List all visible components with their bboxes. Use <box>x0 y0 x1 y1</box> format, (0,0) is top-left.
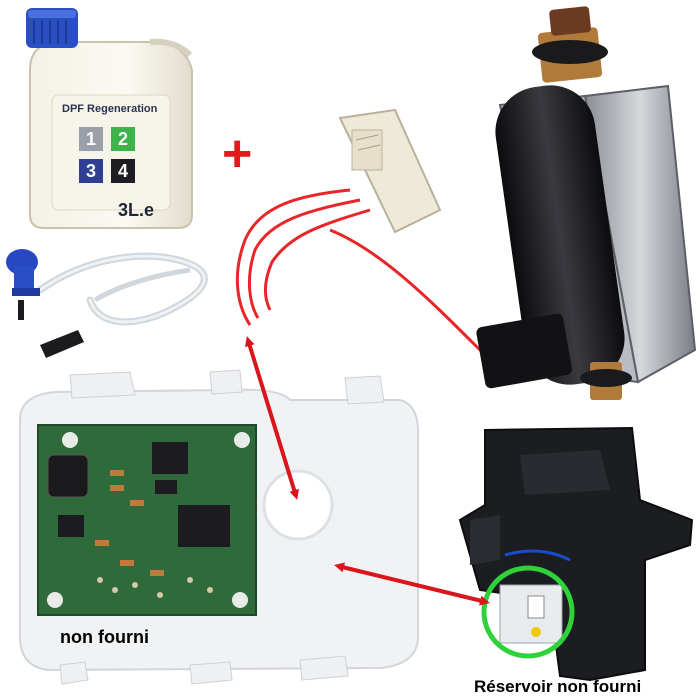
plus-sign: + <box>222 125 253 183</box>
tile-2: 2 <box>111 127 135 151</box>
bottle-icon <box>26 8 193 229</box>
bottle-volume: 3L.e <box>118 200 155 220</box>
connector-icon <box>338 108 442 234</box>
bottle-label-title: DPF Regeneration <box>62 103 158 115</box>
tile-3: 3 <box>79 159 103 183</box>
pump-solenoid-icon <box>476 6 697 400</box>
pcb-module-icon <box>19 369 420 685</box>
caption-reservoir-non-fourni: Réservoir non fourni <box>474 677 642 696</box>
caption-non-fourni: non fourni <box>60 627 149 647</box>
double-arrow-upper <box>244 336 300 500</box>
double-arrow-lower <box>334 562 490 606</box>
highlight-circle <box>481 565 575 659</box>
wires <box>235 188 511 374</box>
tile-4: 4 <box>111 159 135 183</box>
tile-1: 1 <box>79 127 103 151</box>
filler-tube-icon <box>6 249 208 358</box>
tank-module-icon <box>458 426 694 682</box>
